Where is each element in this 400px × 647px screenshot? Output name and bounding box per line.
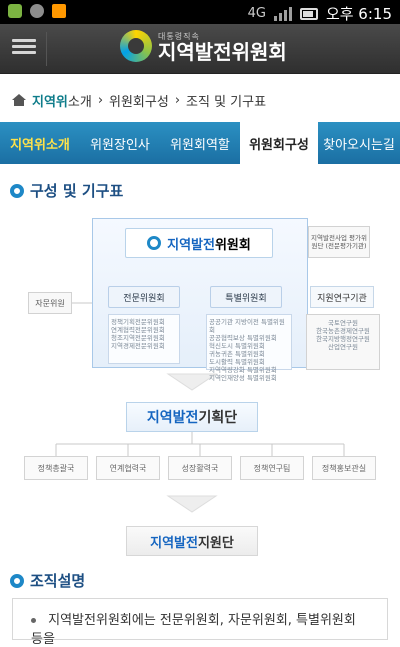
bullet-icon: [31, 618, 36, 623]
department-box: 성장활력국: [168, 456, 232, 480]
list-item: 혁신도시 특별위원회: [209, 342, 265, 350]
advisory-committee: 자문위원: [28, 292, 72, 314]
notification-icon: [8, 4, 22, 18]
list-item: 한국지방행정연구원: [316, 335, 370, 343]
description-box: 지역발전위원회에는 전문위원회, 자문위원회, 특별위원회 등을: [12, 598, 388, 647]
breadcrumb-item-intro[interactable]: 지역위소개: [32, 94, 92, 110]
list-item: 한국농촌경제연구원: [316, 327, 370, 335]
list-item: 산업연구원: [328, 343, 358, 351]
hamburger-icon[interactable]: [12, 36, 36, 60]
app-icon: [30, 4, 44, 18]
expert-committee-list: 정책기획전문위원회 연계협력전문위원회 청조지역전문위원회 지역경제전문위원회: [108, 314, 180, 364]
department-box: 정책총괄국: [24, 456, 88, 480]
download-icon: [52, 4, 66, 18]
status-bar: 4G 오후 6:15: [0, 0, 400, 24]
breadcrumb-separator: ›: [174, 92, 181, 108]
battery-icon: [299, 7, 318, 20]
description-line: 지역발전위원회에는 전문위원회, 자문위원회, 특별위원회 등을: [31, 613, 356, 647]
breadcrumb-item-org[interactable]: 조직 및 기구표: [186, 94, 267, 110]
list-item: 지역인재양성 특별위원회: [209, 374, 277, 382]
tab-bar: 지역위소개 위원장인사 위원회역할 위원회구성 찾아오시는길: [0, 122, 400, 164]
logo-ring-icon: [147, 236, 162, 250]
logo-text-block: 대통령직속 지역발전위원회: [158, 31, 287, 62]
tab-directions[interactable]: 찾아오시는길: [323, 137, 395, 153]
department-row: 정책총괄국 연계협력국 성장활력국 정책연구팀 정책홍보관실: [24, 456, 376, 480]
section-title-organization: 구성 및 기구표: [10, 180, 123, 201]
logo-subtitle: 대통령직속: [158, 31, 200, 41]
department-box: 연계협력국: [96, 456, 160, 480]
tab-intro[interactable]: 지역위소개: [10, 137, 70, 153]
list-item: 지역역량강화 특별위원회: [209, 366, 277, 374]
breadcrumb-item-composition[interactable]: 위원회구성: [109, 94, 169, 110]
org-chart: 지역발전위원회 전문위원회 특별위원회 정책기획전문위원회 연계협력전문위원회 …: [0, 206, 400, 556]
section-ring-icon: [10, 183, 24, 198]
list-item: 지역경제전문위원회: [111, 342, 165, 350]
department-box: 정책연구팀: [240, 456, 304, 480]
list-item: 공공기관 지방이전 특별위원회: [209, 318, 285, 334]
evaluation-team: 지역발전사업 평가위원단 (전문평가기관): [308, 226, 370, 258]
list-item: 도시활력 특별위원회: [209, 358, 265, 366]
tab-greeting[interactable]: 위원장인사: [90, 137, 150, 153]
special-committee: 특별위원회: [210, 286, 282, 308]
menu-divider: [46, 32, 47, 66]
list-item: 정책기획전문위원회: [111, 318, 165, 326]
network-type: 4G: [247, 6, 266, 21]
tab-role[interactable]: 위원회역할: [170, 137, 230, 153]
research-institute-list: 국토연구원 한국농촌경제연구원 한국지방행정연구원 산업연구원: [306, 314, 380, 370]
section-title-description: 조직설명: [10, 570, 85, 591]
tab-composition[interactable]: 위원회구성: [240, 122, 318, 164]
status-time: 오후 6:15: [325, 5, 392, 23]
regional-development-committee: 지역발전위원회: [125, 228, 273, 258]
home-icon[interactable]: [12, 94, 26, 106]
section-ring-icon: [10, 573, 24, 588]
breadcrumb-separator: ›: [97, 92, 104, 108]
list-item: 연계협력전문위원회: [111, 326, 165, 334]
logo-icon: [120, 30, 152, 62]
list-item: 귀농귀촌 특별위원회: [209, 350, 265, 358]
list-item: 국토연구원: [328, 319, 358, 327]
expert-committee: 전문위원회: [108, 286, 180, 308]
special-committee-list: 공공기관 지방이전 특별위원회 공공협력보상 특별위원회 혁신도시 특별위원회 …: [206, 314, 292, 382]
department-box: 정책홍보관실: [312, 456, 376, 480]
app-bar: 대통령직속 지역발전위원회: [0, 24, 400, 74]
breadcrumb: 지역위소개 › 위원회구성 › 조직 및 기구표: [0, 80, 400, 120]
support-research-institutes: 지원연구기관: [310, 286, 374, 308]
site-logo[interactable]: 대통령직속 지역발전위원회: [120, 30, 287, 62]
list-item: 청조지역전문위원회: [111, 334, 165, 342]
logo-title: 지역발전위원회: [158, 39, 287, 64]
signal-icon: [273, 6, 292, 21]
list-item: 공공협력보상 특별위원회: [209, 334, 277, 342]
